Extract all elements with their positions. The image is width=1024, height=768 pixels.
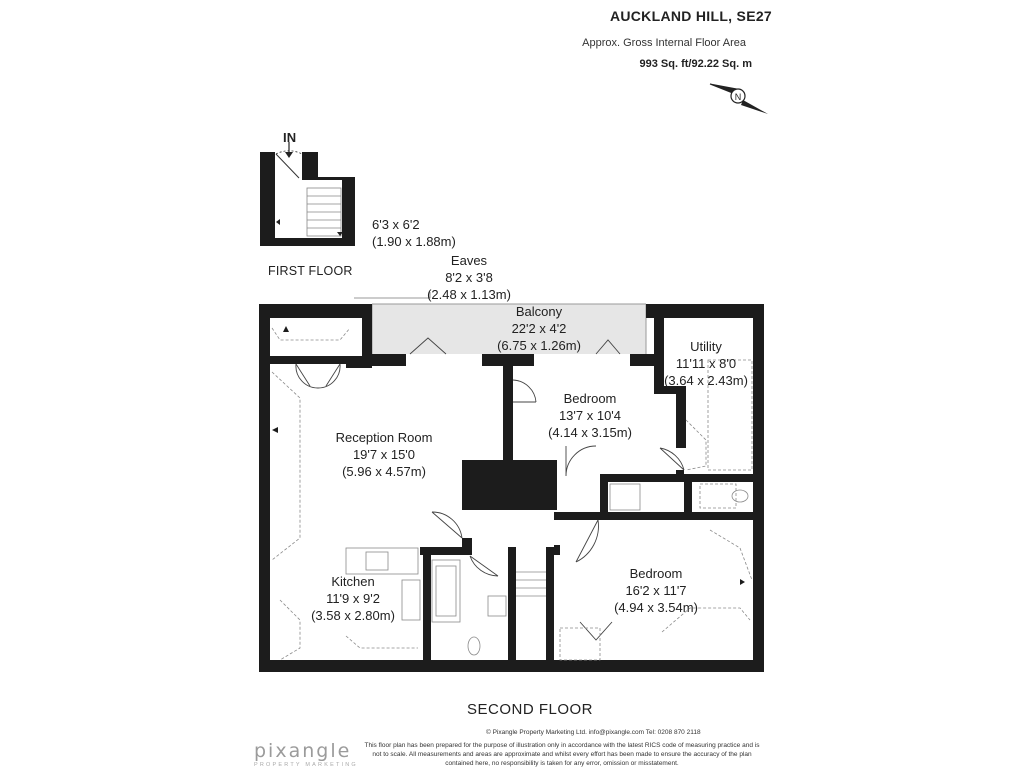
- fixtures: [271, 327, 753, 661]
- footer-disclaimer: This floor plan has been prepared for th…: [352, 741, 772, 768]
- second-floor-label: SECOND FLOOR: [467, 701, 594, 718]
- hall-dims-metric: (1.90 x 1.88m): [372, 234, 456, 249]
- first-floor-outer-wall: [260, 152, 355, 246]
- floor-area-caption: Approx. Gross Internal Floor Area: [582, 37, 746, 49]
- property-title: AUCKLAND HILL, SE27: [609, 8, 772, 24]
- room-label-bedroom-2: Bedroom 16'2 x 11'7 (4.94 x 3.54m): [606, 565, 706, 616]
- room-label-eaves: Eaves 8'2 x 3'8 (2.48 x 1.13m): [424, 252, 514, 303]
- dimension-arrow-marks: [272, 326, 745, 585]
- bedroom-2-name: Bedroom: [629, 566, 683, 581]
- disclaimer-line-3: contained here, no responsibility is tak…: [445, 760, 679, 767]
- first-floor-right-wall: [302, 152, 355, 188]
- room-label-balcony: Balcony 22'2 x 4'2 (6.75 x 1.26m): [484, 303, 594, 354]
- entrance-arrow-icon: [285, 152, 293, 158]
- balcony-name: Balcony: [515, 304, 563, 319]
- compass-letter: N: [735, 92, 742, 102]
- bedroom-2-dims-imperial: 16'2 x 11'7: [625, 583, 687, 598]
- utility-dims-imperial: 11'11 x 8'0: [675, 356, 737, 371]
- bedroom-1-dims-imperial: 13'7 x 10'4: [558, 408, 622, 423]
- balcony-dims-imperial: 22'2 x 4'2: [511, 321, 567, 336]
- eaves-dims-metric: (2.48 x 1.13m): [427, 287, 511, 302]
- utility-name: Utility: [690, 339, 722, 354]
- balcony-area: [372, 304, 646, 354]
- logo-wordmark: pixangle: [254, 740, 352, 762]
- reception-dims-imperial: 19'7 x 15'0: [352, 447, 416, 462]
- room-label-kitchen: Kitchen 11'9 x 9'2 (3.58 x 2.80m): [303, 573, 403, 624]
- hall-dims-imperial: 6'3 x 6'2: [372, 217, 420, 232]
- room-label-reception: Reception Room 19'7 x 15'0 (5.96 x 4.57m…: [324, 429, 444, 480]
- room-label-bedroom-1: Bedroom 13'7 x 10'4 (4.14 x 3.15m): [540, 390, 640, 441]
- entrance-label: IN: [283, 130, 297, 145]
- first-floor-plan: [260, 142, 355, 246]
- bedroom-2-dims-metric: (4.94 x 3.54m): [614, 600, 698, 615]
- first-floor-stairs: [306, 187, 342, 237]
- north-arrow-icon: N: [709, 83, 768, 114]
- reception-name: Reception Room: [335, 430, 433, 445]
- first-floor-dimension-marks: [276, 219, 343, 236]
- bedroom-1-dims-metric: (4.14 x 3.15m): [548, 425, 632, 440]
- eaves-name: Eaves: [450, 253, 488, 268]
- kitchen-name: Kitchen: [331, 574, 375, 589]
- second-floor-walls: [259, 304, 764, 672]
- utility-dims-metric: (3.64 x 2.43m): [664, 373, 748, 388]
- reception-dims-metric: (5.96 x 4.57m): [342, 464, 426, 479]
- first-floor-hall-dims: 6'3 x 6'2 (1.90 x 1.88m): [372, 216, 456, 250]
- logo-tagline: PROPERTY MARKETING: [254, 762, 358, 768]
- kitchen-dims-imperial: 11'9 x 9'2: [326, 591, 380, 606]
- footer-copyright: © Pixangle Property Marketing Ltd. info@…: [486, 729, 701, 736]
- first-floor-label: FIRST FLOOR: [268, 264, 353, 278]
- disclaimer-line-2: not to scale. All measurements and areas…: [372, 751, 752, 758]
- balcony-dims-metric: (6.75 x 1.26m): [497, 338, 581, 353]
- kitchen-dims-metric: (3.58 x 2.80m): [311, 608, 395, 623]
- pixangle-logo: pixangle PROPERTY MARKETING: [254, 740, 358, 768]
- disclaimer-line-1: This floor plan has been prepared for th…: [364, 742, 760, 749]
- room-label-utility: Utility 11'11 x 8'0 (3.64 x 2.43m): [660, 338, 752, 389]
- bedroom-1-name: Bedroom: [563, 391, 617, 406]
- eaves-dims-imperial: 8'2 x 3'8: [445, 270, 493, 285]
- floor-area-value: 993 Sq. ft/92.22 Sq. m: [639, 58, 753, 70]
